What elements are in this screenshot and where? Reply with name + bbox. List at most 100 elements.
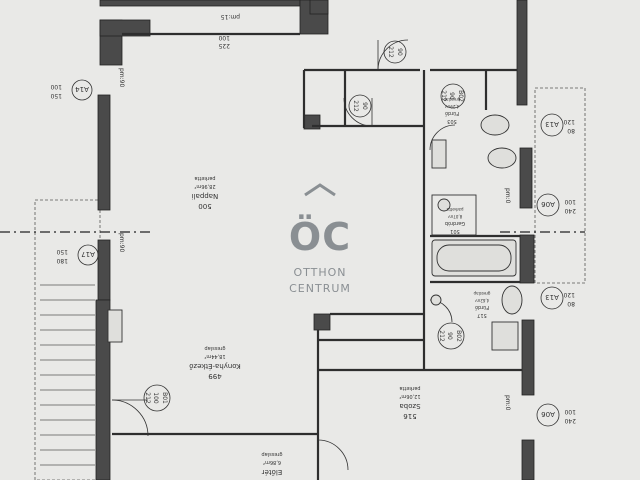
door-tag: 90 212 [348,94,372,118]
washbasin-1 [431,139,447,169]
svg-text:150: 150 [56,248,68,255]
svg-text:A13: A13 [545,120,559,128]
room-name: Konyha-Étkező [189,362,241,371]
svg-text:100: 100 [218,34,230,41]
svg-text:B02: B02 [457,90,464,102]
room-floor: gresslap [204,345,225,351]
svg-text:A13: A13 [545,293,559,301]
room-498: 498 Előtér 6,86m² gresslap [261,451,282,480]
room-labels: 500 Nappali 28,96m² parketta 499 Konyha-… [189,97,490,480]
room-name: Fürdő [475,304,489,310]
svg-text:100: 100 [564,408,576,415]
window-tags: A14 150 100 A17 180 150 A13 80 120 A06 2… [50,79,576,427]
room-floor: gresslap [261,451,282,457]
room-floor: parketta [446,207,463,212]
room-499: 499 Konyha-Étkező 18,44m² gresslap [189,345,241,380]
room-area: 4,62m² [474,298,489,303]
room-500: 500 Nappali 28,96m² parketta [192,175,219,210]
walls [95,0,535,480]
svg-text:100: 100 [50,83,62,90]
watermark-line2: CENTRUM [289,282,351,295]
window-tag: A13 80 120 [540,113,575,137]
sill-label: pm:90 [118,68,125,87]
svg-text:120: 120 [563,291,575,298]
svg-text:212: 212 [144,392,151,404]
partitions [112,32,522,480]
svg-text:212: 212 [438,330,445,342]
room-floor: gresslap [473,291,490,296]
bathtub [431,239,517,277]
room-floor: parketta [399,385,420,391]
room-area: 12,06m² [399,393,420,399]
svg-text:A06: A06 [541,410,555,418]
room-area: 18,44m² [204,353,225,359]
room-area: 4,29m² [444,104,459,109]
svg-text:A17: A17 [81,250,95,258]
room-name: Fürdő [445,110,459,116]
svg-text:B01: B01 [161,392,168,404]
window-tag: A06 240 100 [536,403,576,427]
room-name: Gardrób [445,220,465,227]
room-name: Nappali [192,192,219,200]
svg-text:A14: A14 [75,85,89,93]
sill-labels: pm:90 pm:90 pm:0 pm:0 [118,68,511,411]
svg-text:B02: B02 [455,330,462,342]
svg-text:180: 180 [56,257,68,264]
window-tag: A06 240 100 [536,193,576,217]
door-tags: 90 212 90 212 B02 90 212 B01 100 212 B02… [143,40,466,412]
door-tag: B01 100 212 [143,384,171,412]
sill-label: pm:0 [504,188,511,204]
window-tag: A17 180 150 [56,244,99,266]
svg-text:212: 212 [352,100,359,112]
wardrobe-area [431,194,477,236]
room-area: 6,86m² [263,459,281,465]
svg-text:90: 90 [446,332,453,340]
room-floor: parketta [194,175,215,181]
stairs [40,284,95,466]
gardrob-fixture [437,198,451,212]
svg-text:A06: A06 [541,200,555,208]
room-number: 503 [447,118,457,124]
room-number: 501 [450,228,460,234]
room-number: 499 [208,372,221,380]
floor-drain [430,294,442,306]
top-window-tag: 225 100 pm:15 [218,13,240,49]
window-tag: A13 80 120 [540,286,575,310]
fixtures [107,114,523,351]
room-503: 503 Fürdő 4,29m² gresslap [443,97,460,124]
door-tag: B02 90 212 [440,83,466,109]
svg-text:225: 225 [218,42,230,49]
svg-text:212: 212 [387,46,394,58]
watermark: ÖC OTTHON CENTRUM [289,183,351,295]
svg-text:240: 240 [564,207,576,214]
toilet-2 [501,285,523,315]
svg-text:90: 90 [448,92,455,100]
room-number: 517 [477,312,487,318]
watermark-logo: ÖC [289,215,351,259]
svg-text:80: 80 [567,127,575,134]
sill-label: pm:0 [504,395,511,411]
room-area: 8,07m² [447,214,462,219]
door-tag: B02 90 212 [437,322,465,350]
window-tag: A14 150 100 [50,79,93,101]
room-name: Előtér [262,468,283,477]
svg-text:80: 80 [567,300,575,307]
svg-text:212: 212 [440,90,447,102]
door-tag: 90 212 [383,40,407,64]
room-floor: gresslap [443,97,460,102]
room-501: 501 Gardrób 8,07m² parketta [445,207,465,234]
room-number: 500 [198,202,211,210]
room-516: 516 Szoba 12,06m² parketta [399,385,420,420]
svg-text:90: 90 [361,102,368,110]
room-area: 28,96m² [194,183,215,189]
room-517: 517 Fürdő 4,62m² gresslap [473,291,490,318]
kitchen-counter [107,309,123,343]
svg-text:240: 240 [564,417,576,424]
room-name: Szoba [399,402,420,410]
room-number: 516 [403,412,417,420]
svg-text:100: 100 [564,198,576,205]
svg-text:150: 150 [50,92,62,99]
svg-text:90: 90 [396,48,403,56]
watermark-line1: OTTHON [293,266,346,279]
